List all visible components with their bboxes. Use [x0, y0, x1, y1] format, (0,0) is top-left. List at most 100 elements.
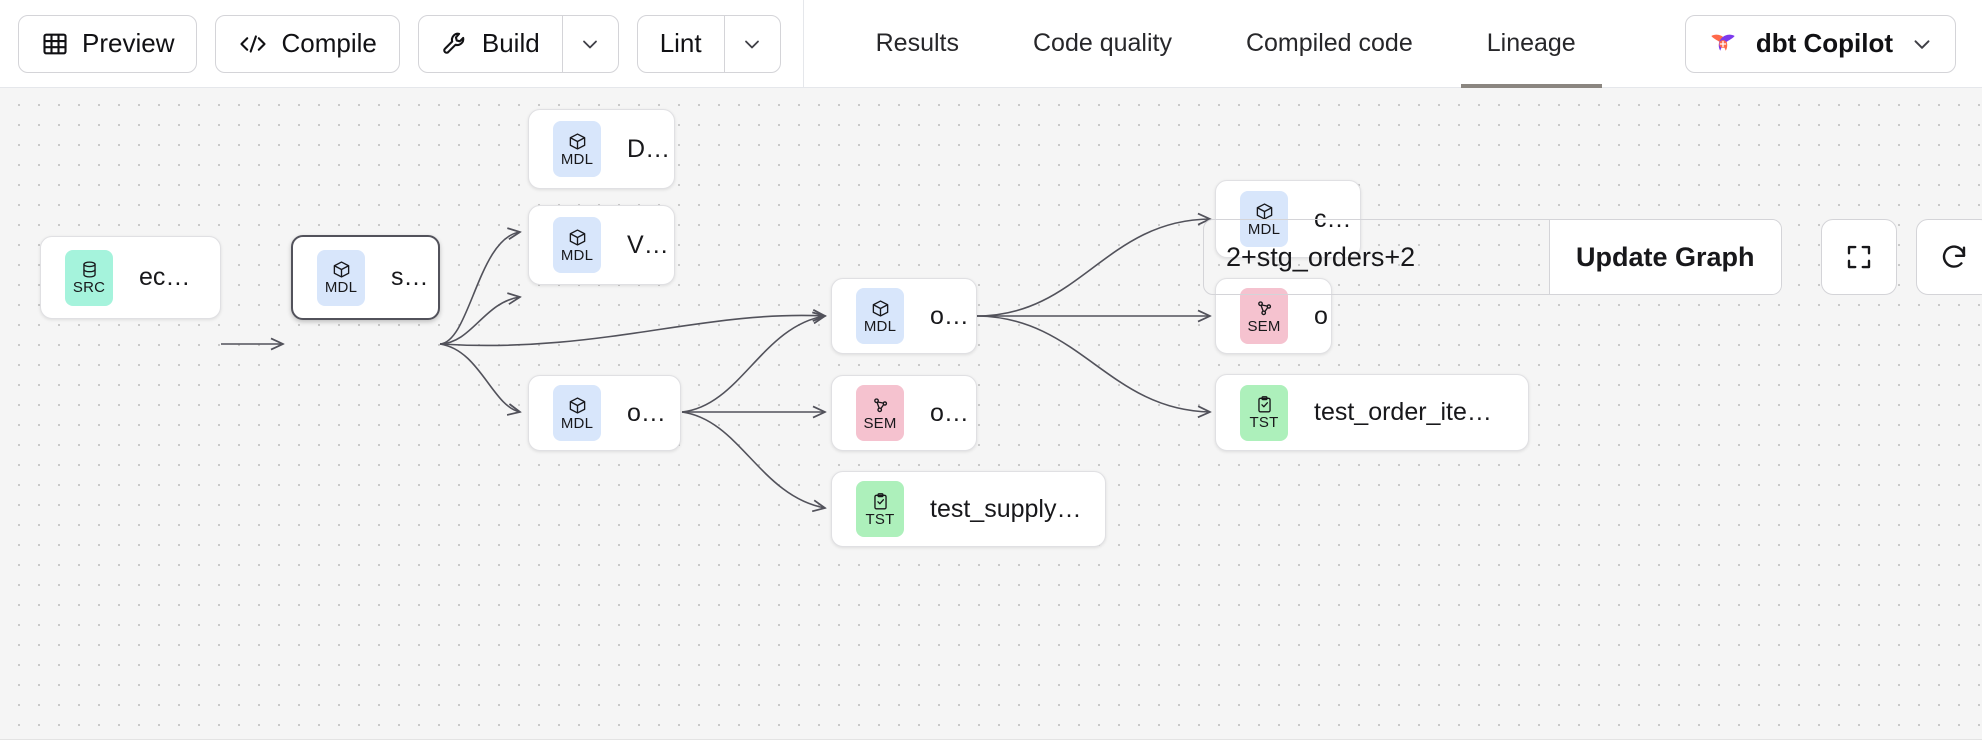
- lineage-node-ecom-raw-orders[interactable]: SRC ecom.raw_orders: [40, 236, 221, 319]
- build-dropdown-toggle[interactable]: [561, 15, 618, 72]
- build-button-group: Build: [417, 14, 619, 73]
- edge-stg-orders-to-ve-demo: [439, 297, 520, 345]
- lineage-node-demo[interactable]: MDL Demo: [528, 109, 675, 189]
- node-type-badge-tst: TST: [1240, 384, 1288, 441]
- tab-code-quality[interactable]: Code quality: [1007, 0, 1198, 88]
- badge-label: MDL: [863, 317, 897, 335]
- tab-lineage-label: Lineage: [1486, 29, 1576, 57]
- lineage-edges: [221, 88, 1982, 740]
- lineage-node-order-items[interactable]: MDL order_items: [528, 375, 681, 451]
- badge-label: SEM: [863, 414, 897, 432]
- cube-icon: [332, 260, 351, 279]
- dbt-copilot-icon: [1706, 27, 1740, 61]
- graph-selector-input[interactable]: [1204, 220, 1549, 294]
- node-label: test_order_items_compute_to_bools_c...: [1314, 398, 1528, 426]
- lint-dropdown-toggle[interactable]: [723, 15, 780, 72]
- refresh-graph-button[interactable]: [1915, 219, 1982, 295]
- semantic-graph-icon: [1255, 299, 1274, 318]
- edge-orders-to-test-order-items: [976, 315, 1210, 412]
- node-label: stg_orders: [391, 263, 438, 291]
- edge-stg-orders-to-order-items: [439, 343, 520, 412]
- node-label: orders: [1314, 301, 1331, 330]
- compile-button[interactable]: Compile: [215, 14, 400, 73]
- edge-stg-orders-to-demo: [439, 232, 520, 345]
- lint-button-group: Lint: [636, 14, 781, 73]
- canvas-footer: [0, 740, 1982, 748]
- edge-order-items-to-test-supply: [681, 411, 825, 508]
- badge-label: MDL: [560, 150, 594, 168]
- build-button-label: Build: [481, 28, 540, 58]
- badge-label: MDL: [560, 246, 594, 264]
- node-label: VE_Demo: [627, 230, 674, 259]
- editor-toolbar: Preview Compile Build: [0, 0, 781, 88]
- tab-compiled-code-label: Compiled code: [1245, 29, 1413, 57]
- tab-results-label: Results: [875, 29, 959, 57]
- cube-icon: [568, 396, 587, 415]
- node-type-badge-src: SRC: [65, 249, 113, 306]
- node-label: orders: [930, 301, 976, 330]
- lineage-node-test-supply-costs[interactable]: TST test_supply_costs_sum_correctly: [831, 471, 1106, 547]
- clipboard-check-icon: [871, 492, 890, 511]
- fullscreen-icon: [1844, 242, 1874, 272]
- badge-label: MDL: [560, 414, 594, 432]
- chevron-down-icon: [578, 32, 602, 56]
- toolbar-divider: [802, 0, 804, 88]
- clipboard-check-icon: [1255, 395, 1274, 414]
- lineage-node-test-order-items-compute[interactable]: TST test_order_items_compute_to_bools_c.…: [1215, 374, 1529, 451]
- node-type-badge-mdl: MDL: [856, 288, 904, 344]
- build-button[interactable]: Build: [419, 16, 562, 72]
- node-type-badge-mdl: MDL: [317, 249, 365, 306]
- badge-label: TST: [1249, 414, 1279, 431]
- node-label: test_supply_costs_sum_correctly: [930, 494, 1105, 523]
- edge-stg-orders-to-orders: [439, 315, 825, 347]
- badge-label: TST: [865, 510, 895, 528]
- node-label: ecom.raw_orders: [139, 263, 220, 291]
- preview-button[interactable]: Preview: [18, 14, 198, 73]
- semantic-graph-icon: [871, 396, 890, 415]
- node-type-badge-sem: SEM: [1240, 288, 1288, 344]
- graph-controls: Update Graph: [1203, 219, 1982, 295]
- lineage-node-stg-orders[interactable]: MDL stg_orders: [291, 235, 440, 320]
- cube-icon: [568, 132, 587, 151]
- node-type-badge-tst: TST: [856, 481, 904, 537]
- graph-selector-group: Update Graph: [1203, 219, 1782, 295]
- result-tabs: Results Code quality Compiled code Linea…: [804, 0, 1602, 88]
- badge-label: MDL: [324, 279, 358, 296]
- lineage-canvas[interactable]: SRC ecom.raw_orders MDL stg_orders: [0, 88, 1982, 740]
- node-label: order_item: [930, 398, 976, 427]
- tab-code-quality-label: Code quality: [1032, 29, 1172, 57]
- dbt-copilot-label: dbt Copilot: [1755, 28, 1893, 58]
- dbt-copilot-button[interactable]: dbt Copilot: [1684, 14, 1956, 73]
- code-icon: [238, 30, 268, 58]
- table-icon: [41, 30, 69, 58]
- node-label: Demo: [627, 134, 674, 163]
- lineage-node-orders-model[interactable]: MDL orders: [831, 278, 977, 354]
- update-graph-button[interactable]: Update Graph: [1549, 220, 1781, 294]
- tab-results[interactable]: Results: [850, 0, 985, 88]
- lint-button[interactable]: Lint: [638, 16, 724, 72]
- node-type-badge-mdl: MDL: [553, 385, 601, 441]
- node-type-badge-sem: SEM: [856, 385, 904, 441]
- copilot-area: dbt Copilot: [1684, 14, 1982, 73]
- node-label: order_items: [627, 398, 680, 427]
- lint-button-label: Lint: [659, 28, 702, 58]
- lineage-node-ve-demo[interactable]: MDL VE_Demo: [528, 205, 675, 285]
- cube-icon: [568, 228, 587, 247]
- update-graph-label: Update Graph: [1576, 241, 1755, 272]
- wrench-icon: [441, 30, 469, 58]
- fit-to-view-button[interactable]: [1820, 219, 1897, 295]
- refresh-icon: [1939, 242, 1969, 272]
- tab-compiled-code[interactable]: Compiled code: [1220, 0, 1439, 88]
- compile-button-label: Compile: [281, 28, 377, 58]
- node-type-badge-mdl: MDL: [553, 217, 601, 273]
- edge-orders-to-customers: [976, 219, 1210, 317]
- edge-order-items-to-orders: [681, 316, 825, 413]
- database-icon: [80, 260, 99, 279]
- lineage-node-order-item-semantic[interactable]: SEM order_item: [831, 375, 977, 451]
- badge-label: SEM: [1247, 317, 1281, 335]
- cube-icon: [871, 299, 890, 318]
- preview-button-label: Preview: [82, 28, 175, 58]
- node-type-badge-mdl: MDL: [553, 121, 601, 177]
- tab-lineage[interactable]: Lineage: [1460, 0, 1602, 88]
- cube-icon: [1255, 202, 1274, 221]
